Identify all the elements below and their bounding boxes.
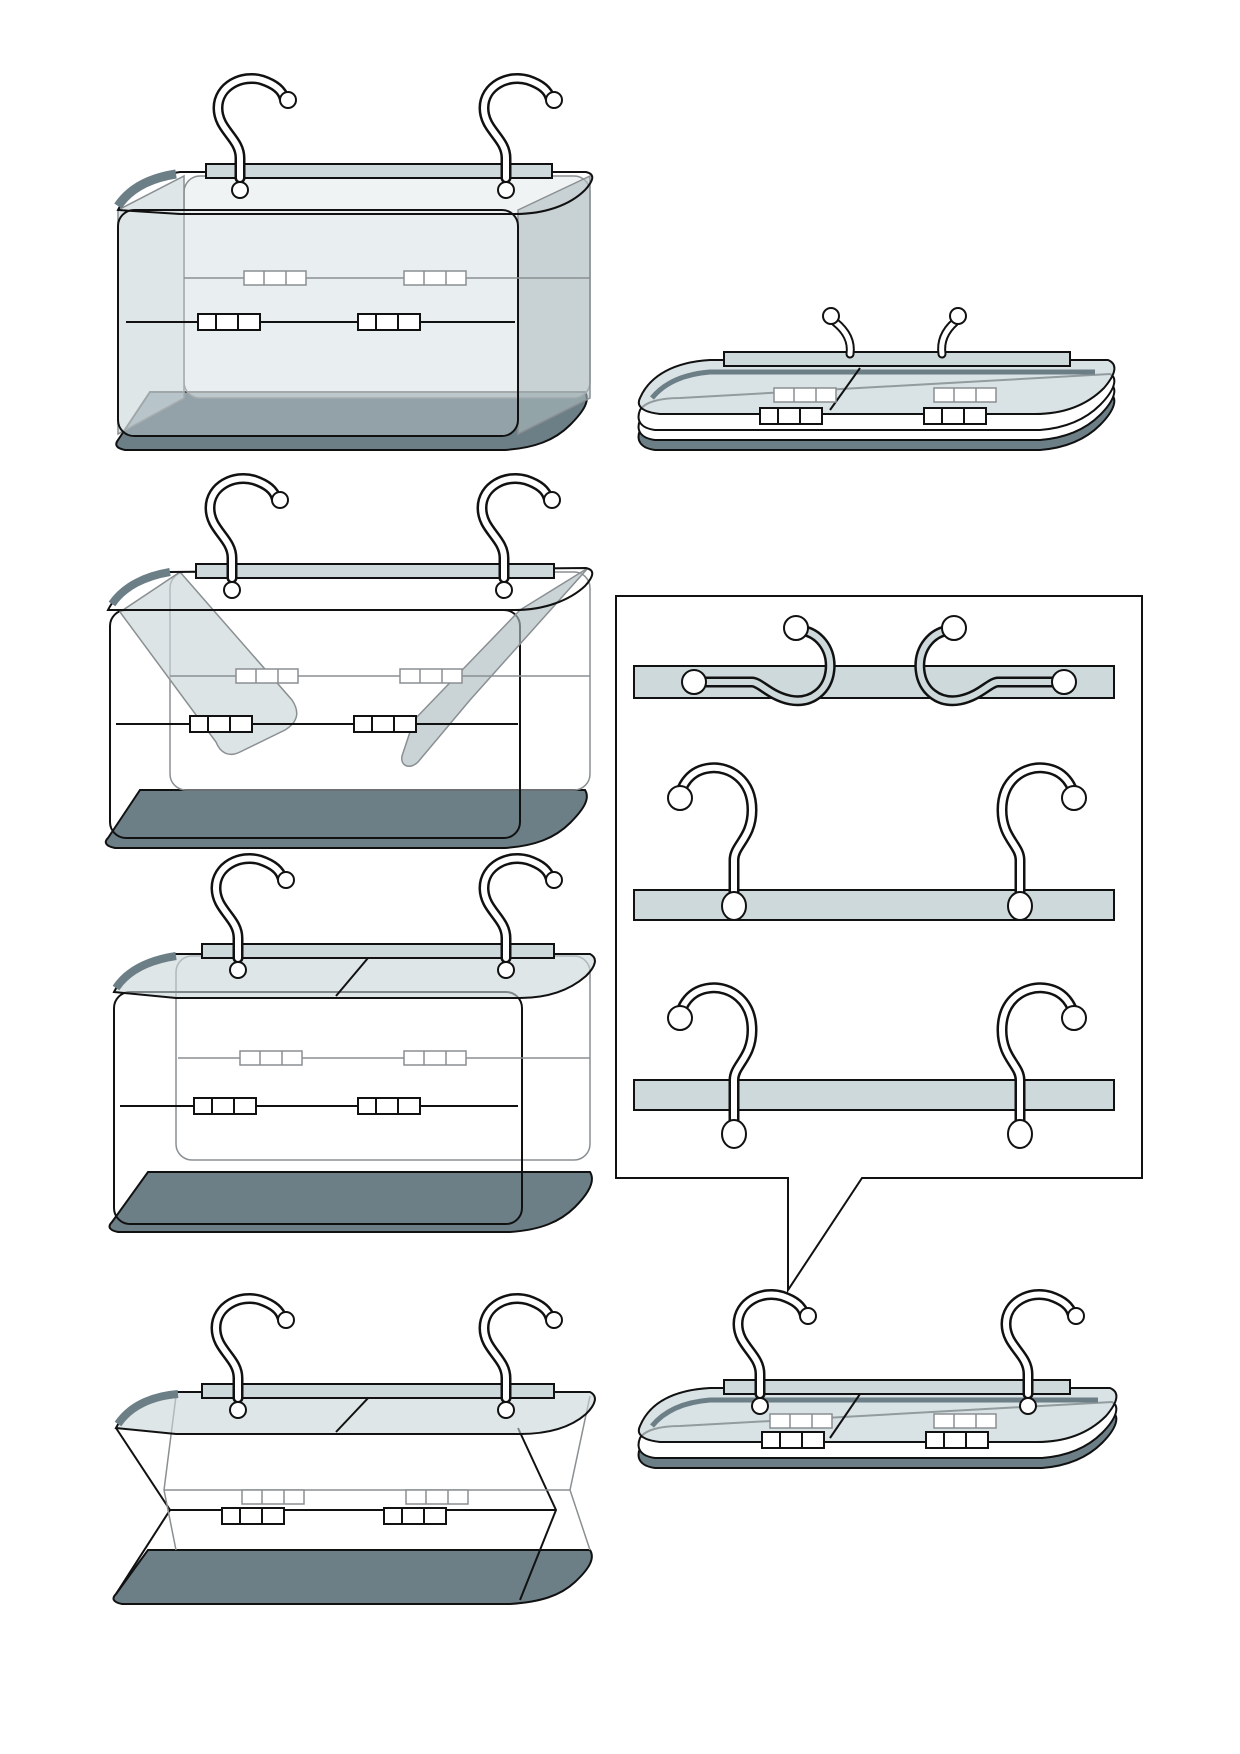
hook-icon [949, 307, 967, 325]
hook-bar [201, 943, 555, 959]
callout-bubble [615, 595, 1143, 1294]
hooks-raised-up [633, 762, 1115, 921]
fig-4-cube-closed [108, 858, 596, 1233]
hook-bar [201, 1383, 555, 1399]
fig-5-cube-collapsing [112, 1298, 596, 1605]
fig-6-hook-callout [615, 595, 1143, 1294]
fig-2-folded-flat [637, 307, 1116, 451]
fig-1-cube-open [114, 78, 594, 451]
hook-bar [195, 563, 555, 579]
fig-3-cube-folding [104, 478, 594, 849]
right-side-panel [517, 174, 591, 436]
hook-icon [822, 307, 840, 325]
hook-bar [723, 351, 1071, 367]
hook-bar [205, 163, 553, 179]
hooks-raised-down [633, 982, 1115, 1149]
hook-bar [723, 1379, 1071, 1395]
hooks-folded-flat [633, 615, 1115, 707]
fig-7-folded-flat-hooks [637, 1294, 1118, 1469]
